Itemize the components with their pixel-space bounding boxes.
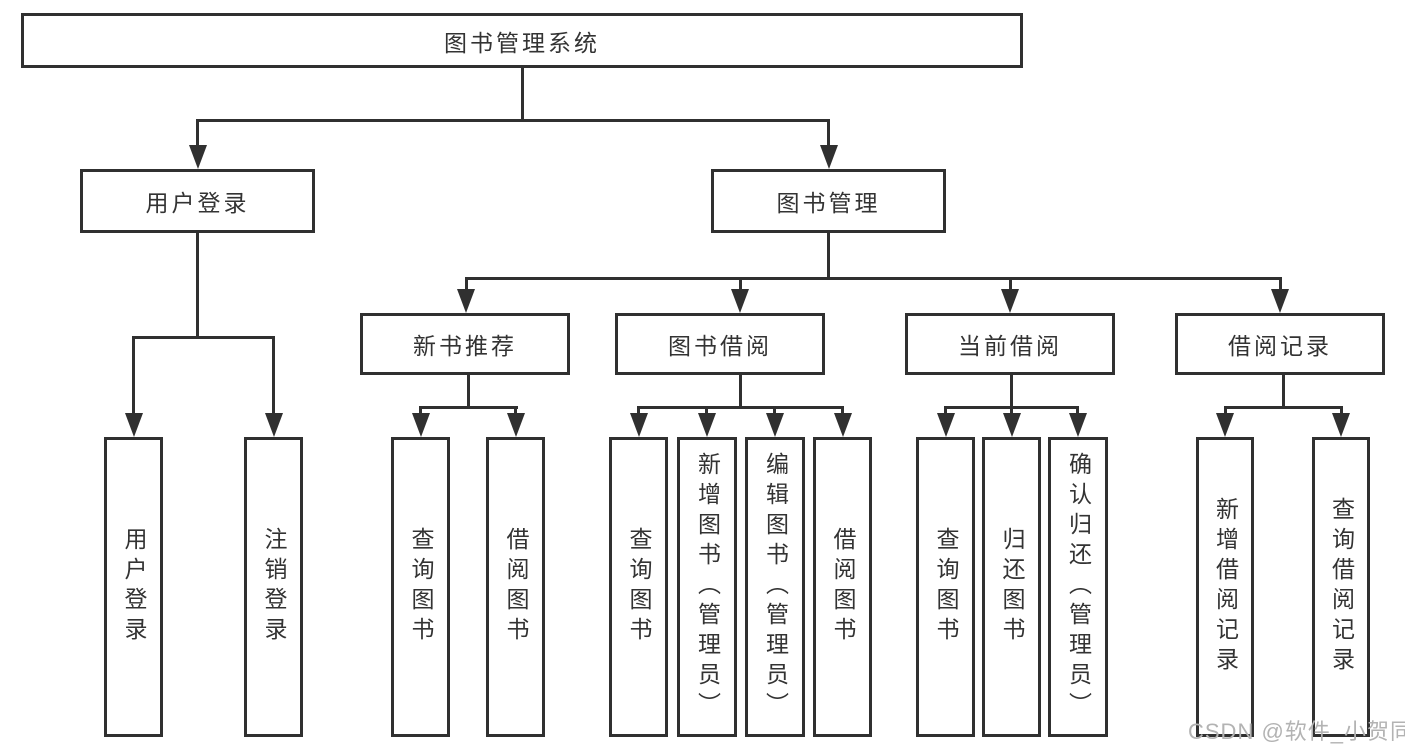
node-leaf-bb-edit-book-label: 编辑图书（管理员） [762,452,789,722]
arrowhead [1002,413,1021,437]
node-leaf-cb-confirm-return: 确认归还（管理员） [1048,437,1108,737]
node-leaf-cb-return-book-label: 归还图书 [999,527,1025,647]
connector-line [841,406,844,417]
connector-line [739,375,742,409]
connector-line [738,277,742,293]
connector-line [1010,375,1013,409]
node-leaf-br-add-record: 新增借阅记录 [1196,437,1254,737]
connector-line [1010,406,1013,417]
arrowhead [765,413,784,437]
node-leaf-br-query-record: 查询借阅记录 [1312,437,1370,737]
node-leaf-nbr-query-book-label: 查询图书 [408,527,434,647]
connector-line [132,336,135,417]
node-leaf-bb-borrow-book-label: 借阅图书 [830,527,856,647]
node-root-label: 图书管理系统 [444,29,600,56]
node-leaf-cb-query-book-label: 查询图书 [933,527,959,647]
connector-line [773,406,776,417]
node-leaf-cb-return-book: 归还图书 [982,437,1041,737]
node-leaf-nbr-query-book: 查询图书 [391,437,450,737]
connector-line [1076,406,1079,417]
arrowhead [457,289,475,313]
arrowhead [1332,413,1350,437]
connector-line [272,336,275,417]
node-current-borrowing: 当前借阅 [905,313,1115,375]
node-user-login-label: 用户登录 [145,190,250,216]
node-new-book-recommend-label: 新书推荐 [413,333,517,359]
arrowhead [188,145,207,169]
node-book-management: 图书管理 [711,169,946,233]
connector-line [1278,277,1282,293]
node-leaf-bb-edit-book: 编辑图书（管理员） [745,437,805,737]
node-user-login: 用户登录 [80,169,315,233]
connector-line [1223,406,1227,417]
node-leaf-cb-confirm-return-label: 确认归还（管理员） [1065,452,1092,722]
connector-line [1008,277,1012,293]
node-leaf-br-query-record-label: 查询借阅记录 [1328,497,1355,677]
connector-line [514,406,517,417]
connector-line [1223,406,1343,409]
connector-line [464,277,1282,280]
node-new-book-recommend: 新书推荐 [360,313,570,375]
node-borrowing-records: 借阅记录 [1175,313,1385,375]
arrowhead [833,413,852,437]
connector-line [466,375,470,409]
connector-line [705,406,708,417]
node-leaf-cb-query-book: 查询图书 [916,437,975,737]
node-book-management-label: 图书管理 [776,190,881,216]
arrowhead [1001,289,1019,313]
connector-line [464,277,468,293]
node-book-borrowing-label: 图书借阅 [668,333,772,359]
connector-line [196,119,830,122]
connector-line [132,336,275,339]
arrowhead [697,413,716,437]
node-leaf-user-login-label: 用户登录 [121,527,147,647]
arrowhead [936,413,955,437]
node-leaf-bb-query-book: 查询图书 [609,437,668,737]
arrowhead [506,413,525,437]
node-leaf-nbr-borrow-book: 借阅图书 [486,437,545,737]
connector-line [637,406,640,417]
arrowhead [1271,289,1289,313]
arrowhead [264,413,283,437]
node-leaf-bb-add-book: 新增图书（管理员） [677,437,737,737]
connector-line [419,406,518,409]
connector-line [944,406,947,417]
connector-line [637,406,844,409]
arrowhead [411,413,430,437]
connector-line [827,119,830,149]
connector-line [419,406,422,417]
node-leaf-bb-add-book-label: 新增图书（管理员） [694,452,721,722]
arrowhead [1068,413,1087,437]
connector-line [1281,375,1285,409]
watermark: CSDN @软件_小贺同学 [1188,719,1405,744]
node-book-borrowing: 图书借阅 [615,313,825,375]
node-leaf-user-login: 用户登录 [104,437,163,737]
node-leaf-bb-query-book-label: 查询图书 [626,527,652,647]
connector-line [827,233,830,280]
connector-line [196,233,199,339]
arrowhead [819,145,838,169]
node-leaf-br-add-record-label: 新增借阅记录 [1212,497,1239,677]
node-borrowing-records-label: 借阅记录 [1228,333,1332,359]
node-current-borrowing-label: 当前借阅 [958,333,1062,359]
connector-line [520,68,524,122]
node-leaf-bb-borrow-book: 借阅图书 [813,437,872,737]
connector-line [1339,406,1343,417]
node-root: 图书管理系统 [21,13,1023,68]
arrowhead [124,413,143,437]
node-leaf-logout: 注销登录 [244,437,303,737]
connector-line [196,119,199,149]
arrowhead [731,289,749,313]
arrowhead [629,413,648,437]
node-leaf-nbr-borrow-book-label: 借阅图书 [503,527,529,647]
arrowhead [1216,413,1234,437]
node-leaf-logout-label: 注销登录 [261,527,287,647]
